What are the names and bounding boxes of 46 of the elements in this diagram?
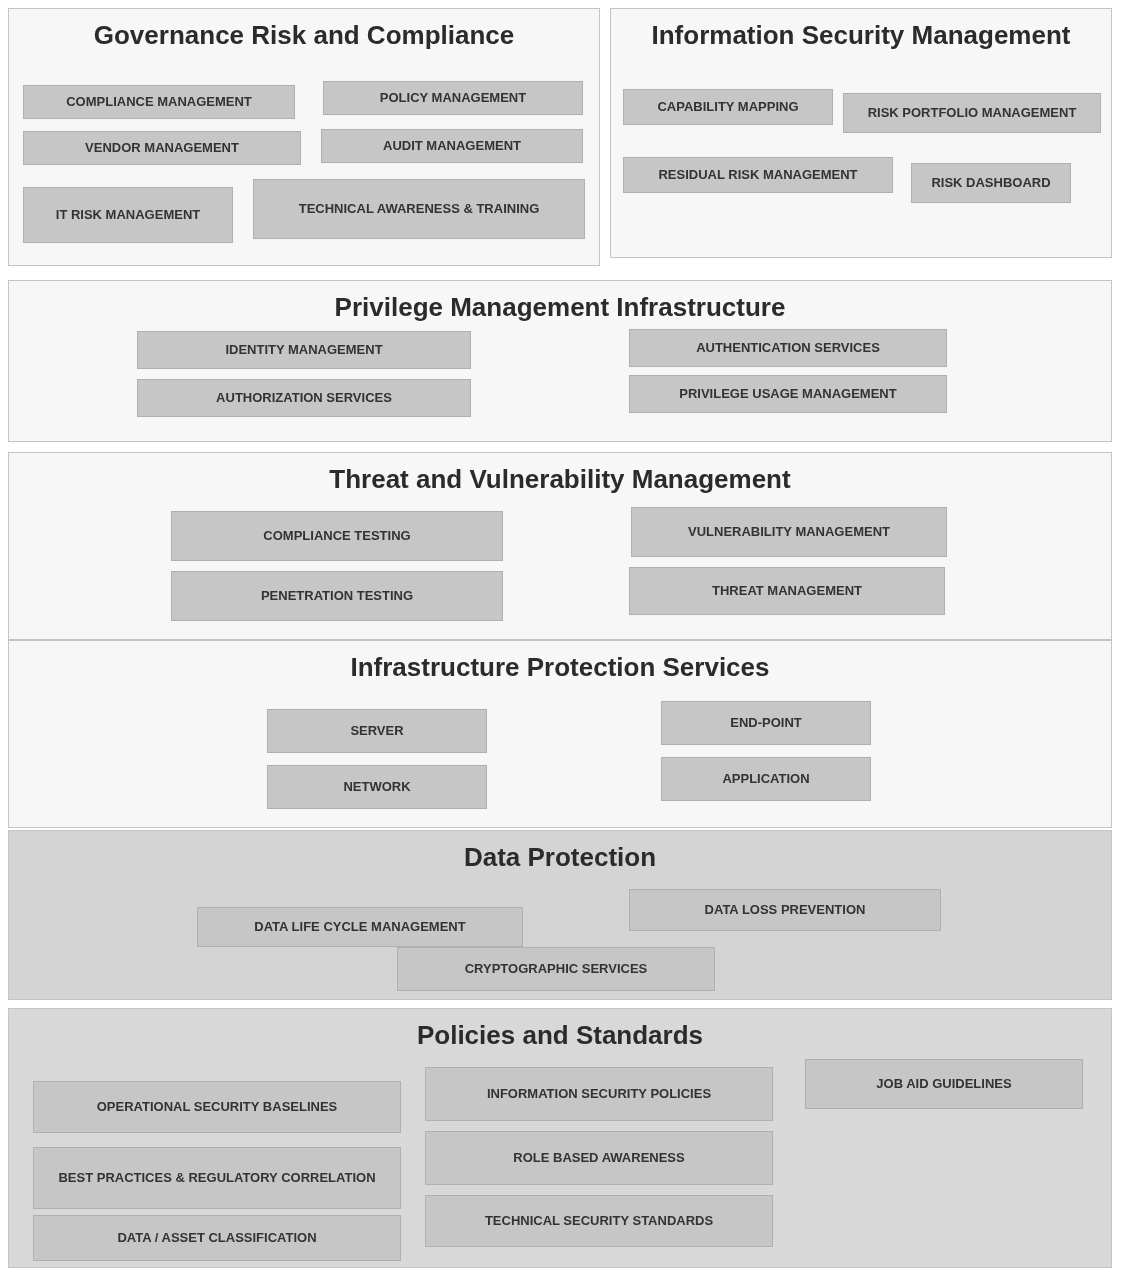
- section-panel: [8, 640, 1112, 828]
- category-tile: PRIVILEGE USAGE MANAGEMENT: [629, 375, 947, 413]
- category-tile: COMPLIANCE TESTING: [171, 511, 503, 561]
- category-tile: END-POINT: [661, 701, 871, 745]
- category-tile: COMPLIANCE MANAGEMENT: [23, 85, 295, 119]
- category-tile: CAPABILITY MAPPING: [623, 89, 833, 125]
- section-panel: [8, 452, 1112, 640]
- category-tile: APPLICATION: [661, 757, 871, 801]
- category-tile: JOB AID GUIDELINES: [805, 1059, 1083, 1109]
- category-tile: ROLE BASED AWARENESS: [425, 1131, 773, 1185]
- category-tile: AUTHENTICATION SERVICES: [629, 329, 947, 367]
- category-tile: OPERATIONAL SECURITY BASELINES: [33, 1081, 401, 1133]
- category-tile: THREAT MANAGEMENT: [629, 567, 945, 615]
- category-tile: IDENTITY MANAGEMENT: [137, 331, 471, 369]
- category-tile: DATA / ASSET CLASSIFICATION: [33, 1215, 401, 1261]
- section-heading: Threat and Vulnerability Management: [329, 463, 791, 496]
- category-tile: TECHNICAL AWARENESS & TRAINING: [253, 179, 585, 239]
- section-panel: [8, 1008, 1112, 1268]
- section-panel: [8, 280, 1112, 442]
- category-tile: RISK PORTFOLIO MANAGEMENT: [843, 93, 1101, 133]
- section-heading: Policies and Standards: [416, 1019, 704, 1052]
- category-tile: BEST PRACTICES & REGULATORY CORRELATION: [33, 1147, 401, 1209]
- category-tile: AUDIT MANAGEMENT: [321, 129, 583, 163]
- category-tile: RESIDUAL RISK MANAGEMENT: [623, 157, 893, 193]
- category-tile: DATA LIFE CYCLE MANAGEMENT: [197, 907, 523, 947]
- category-tile: RISK DASHBOARD: [911, 163, 1071, 203]
- category-tile: DATA LOSS PREVENTION: [629, 889, 941, 931]
- section-heading: Infrastructure Protection Services: [350, 651, 770, 684]
- category-tile: AUTHORIZATION SERVICES: [137, 379, 471, 417]
- category-tile: CRYPTOGRAPHIC SERVICES: [397, 947, 715, 991]
- category-tile: SERVER: [267, 709, 487, 753]
- section-heading: Privilege Management Infrastructure: [334, 291, 786, 324]
- section-panel: [8, 830, 1112, 1000]
- category-tile: POLICY MANAGEMENT: [323, 81, 583, 115]
- category-tile: VENDOR MANAGEMENT: [23, 131, 301, 165]
- category-tile: IT RISK MANAGEMENT: [23, 187, 233, 243]
- section-heading: Information Security Management: [651, 19, 1071, 52]
- section-heading: Data Protection: [463, 841, 657, 874]
- section-panel: [610, 8, 1112, 258]
- category-tile: INFORMATION SECURITY POLICIES: [425, 1067, 773, 1121]
- section-heading: Governance Risk and Compliance: [93, 19, 515, 52]
- category-tile: PENETRATION TESTING: [171, 571, 503, 621]
- category-tile: TECHNICAL SECURITY STANDARDS: [425, 1195, 773, 1247]
- section-panel: [8, 8, 600, 266]
- category-tile: NETWORK: [267, 765, 487, 809]
- category-tile: VULNERABILITY MANAGEMENT: [631, 507, 947, 557]
